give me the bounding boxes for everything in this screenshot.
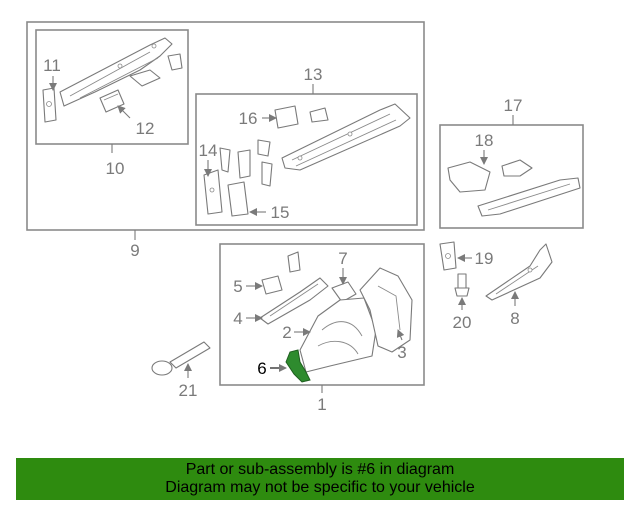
group-9-box bbox=[26, 21, 425, 231]
part-14-plate[interactable] bbox=[203, 169, 223, 215]
group-13-box bbox=[195, 93, 418, 226]
part-20-bolt[interactable] bbox=[454, 273, 470, 297]
part-10-rail[interactable] bbox=[59, 37, 173, 107]
part-13-rail[interactable] bbox=[281, 103, 411, 171]
callout-9: 9 bbox=[130, 241, 139, 260]
part-17-rail[interactable] bbox=[477, 177, 581, 217]
callout-21: 21 bbox=[179, 381, 198, 400]
part-18-bracket[interactable] bbox=[447, 159, 533, 193]
callout-18: 18 bbox=[475, 131, 494, 150]
part-13-small-brackets bbox=[219, 139, 273, 187]
part-5-bracket[interactable] bbox=[261, 251, 301, 295]
callout-11: 11 bbox=[43, 56, 61, 75]
part-19-bracket[interactable] bbox=[439, 241, 457, 271]
part-21-rod[interactable] bbox=[151, 341, 211, 376]
info-banner: Part or sub-assembly is #6 in diagram Di… bbox=[16, 458, 624, 500]
callout-2: 2 bbox=[282, 323, 291, 342]
callout-8: 8 bbox=[510, 309, 519, 328]
callout-6: 6 bbox=[257, 359, 266, 378]
callout-16: 16 bbox=[239, 109, 258, 128]
callout-17: 17 bbox=[504, 96, 523, 115]
callout-14: 14 bbox=[199, 141, 218, 160]
callout-13: 13 bbox=[304, 65, 323, 84]
callout-3: 3 bbox=[397, 343, 406, 362]
callout-19: 19 bbox=[475, 249, 494, 268]
callout-5: 5 bbox=[233, 277, 242, 296]
part-16-bracket[interactable] bbox=[274, 105, 329, 129]
part-10-end-piece bbox=[129, 53, 183, 87]
part-2-apron[interactable] bbox=[299, 297, 377, 373]
callout-20: 20 bbox=[453, 313, 472, 332]
part-11-bracket[interactable] bbox=[42, 87, 57, 123]
banner-line-2: Diagram may not be specific to your vehi… bbox=[165, 479, 475, 496]
callout-10: 10 bbox=[106, 159, 125, 178]
callout-1: 1 bbox=[317, 395, 326, 414]
callout-7: 7 bbox=[338, 249, 347, 268]
part-8-rail[interactable] bbox=[485, 243, 553, 301]
callout-12: 12 bbox=[136, 119, 155, 138]
group-17-box bbox=[439, 124, 584, 229]
callout-4: 4 bbox=[233, 309, 242, 328]
banner-line-1: Part or sub-assembly is #6 in diagram bbox=[185, 461, 455, 478]
part-15-bracket[interactable] bbox=[227, 181, 249, 217]
callout-15: 15 bbox=[271, 203, 290, 222]
part-6-highlighted[interactable] bbox=[285, 349, 311, 383]
part-4-rail[interactable] bbox=[259, 277, 329, 325]
